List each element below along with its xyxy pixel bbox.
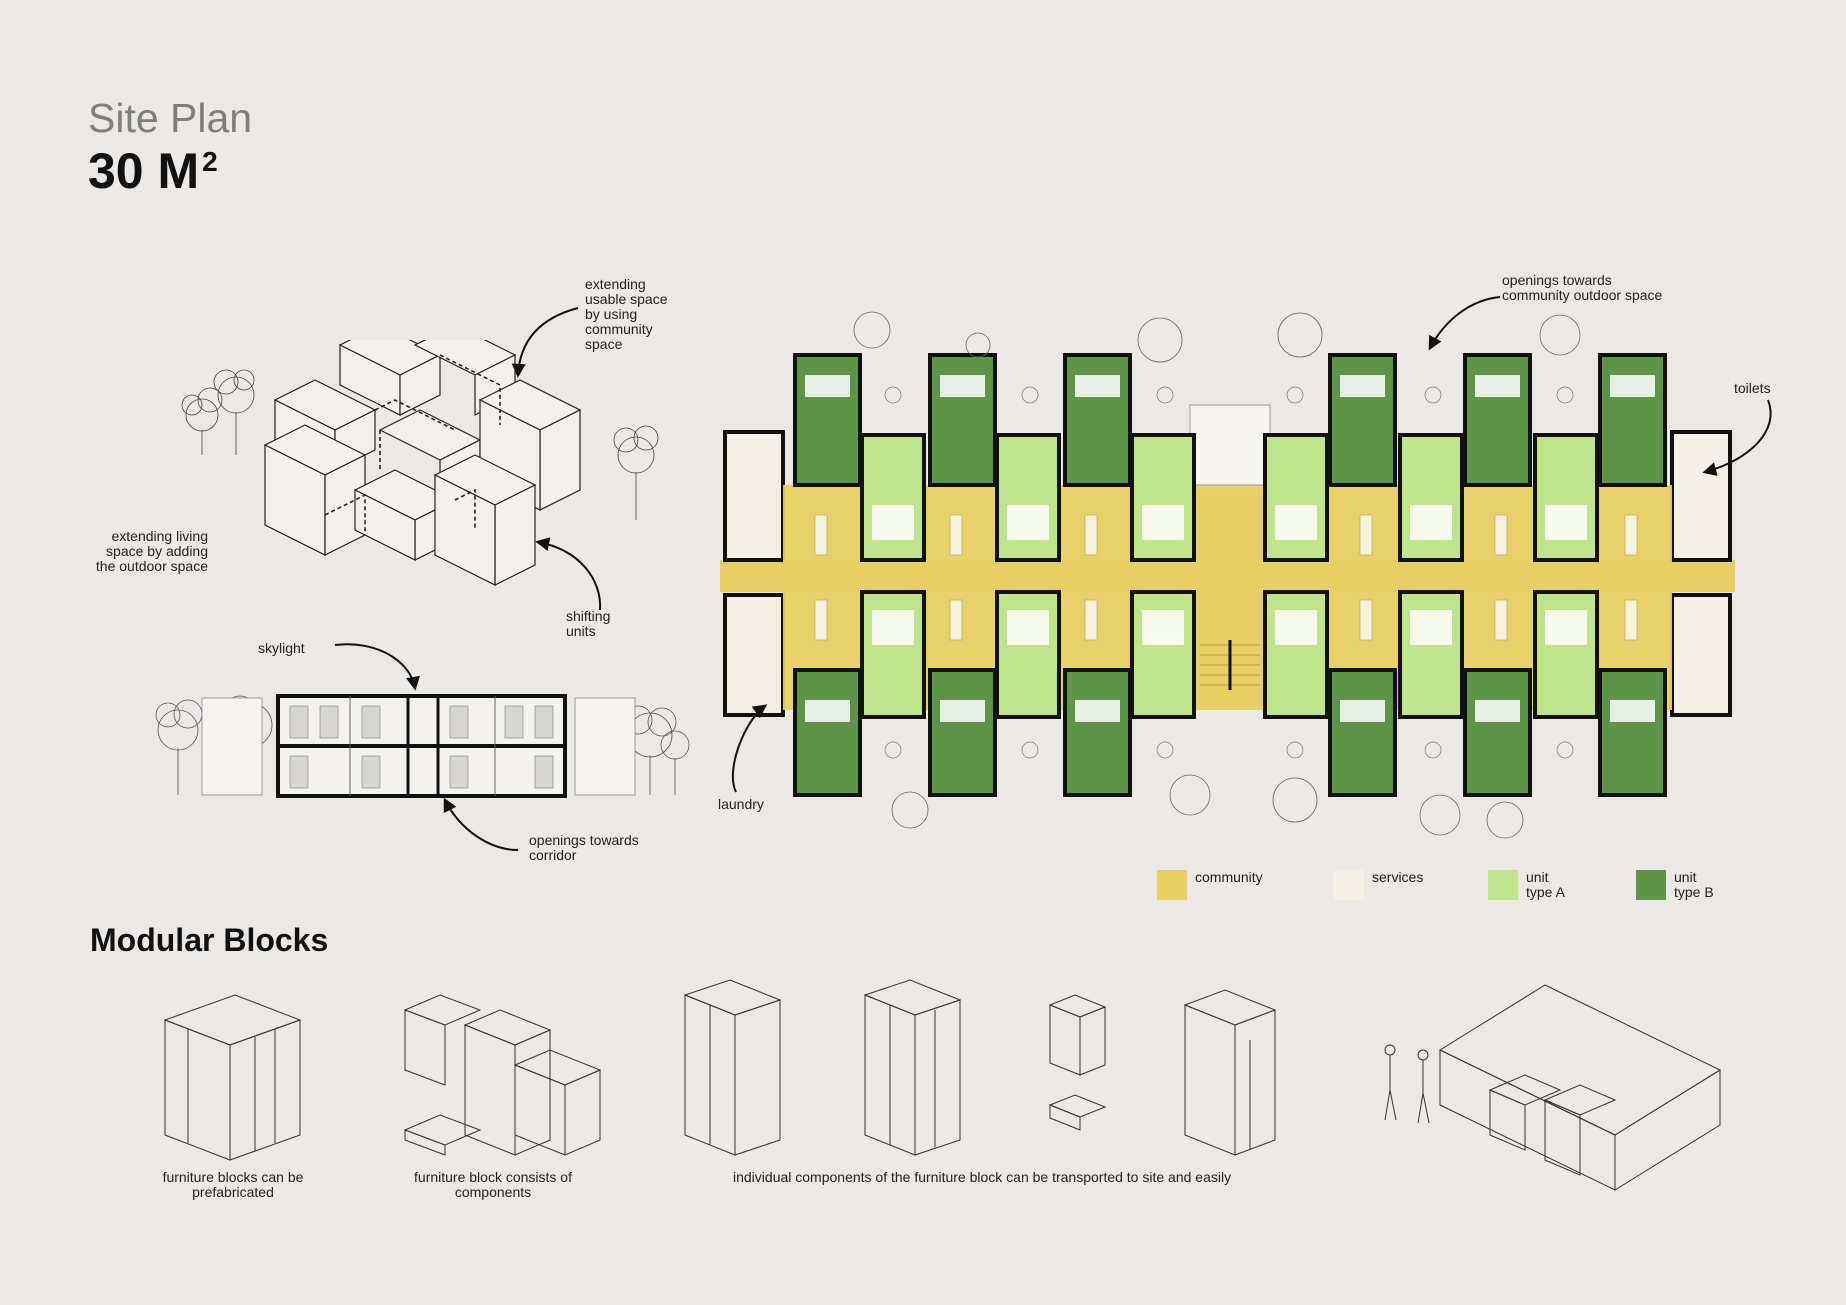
legend-item-unit-type-b: unit type B bbox=[1636, 870, 1714, 900]
note-skylight: skylight bbox=[258, 640, 305, 656]
table-icon bbox=[884, 386, 1574, 759]
legend-label: unit type A bbox=[1526, 869, 1565, 900]
tree-icon bbox=[181, 369, 659, 520]
note-openings-community: openings towards community outdoor space bbox=[1502, 272, 1663, 303]
note-extending-living: extending living space by adding the out… bbox=[95, 528, 208, 574]
legend-swatch bbox=[1488, 870, 1518, 900]
caption-components: furniture block consists of components bbox=[414, 1169, 572, 1200]
tree-icon bbox=[853, 311, 1581, 839]
note-openings-corridor: openings towards corridor bbox=[529, 832, 639, 863]
legend-item-unit-type-a: unit type A bbox=[1488, 870, 1565, 900]
legend-swatch bbox=[1157, 870, 1187, 900]
unit-type-b-bottom bbox=[793, 668, 1667, 797]
caption-prefabricated: furniture blocks can be prefabricated bbox=[162, 1169, 304, 1200]
legend-swatch bbox=[1334, 870, 1364, 900]
title-superscript: 2 bbox=[202, 146, 218, 177]
note-shifting-units: shifting units bbox=[566, 608, 611, 639]
legend-label: community bbox=[1195, 869, 1263, 885]
note-toilets: toilets bbox=[1734, 380, 1771, 396]
title-text: 30 M bbox=[88, 143, 200, 199]
note-extending-usable: extending usable space by using communit… bbox=[585, 276, 668, 352]
page-subtitle: Site Plan bbox=[88, 95, 253, 141]
person-icon bbox=[1384, 1044, 1397, 1121]
note-laundry: laundry bbox=[718, 796, 764, 812]
legend-item-services: services bbox=[1334, 870, 1423, 900]
legend-item-community: community bbox=[1157, 870, 1263, 900]
site-plan bbox=[720, 311, 1735, 839]
legend-label: unit type B bbox=[1674, 869, 1714, 900]
person-icon bbox=[1417, 1049, 1430, 1124]
axonometric-diagram bbox=[181, 340, 659, 586]
legend-swatch bbox=[1636, 870, 1666, 900]
modular-blocks-drawings bbox=[163, 979, 1722, 1191]
section-title-modular-blocks: Modular Blocks bbox=[90, 922, 329, 958]
legend-label: services bbox=[1372, 869, 1424, 885]
section-drawing bbox=[155, 694, 690, 798]
caption-transport: individual components of the furniture b… bbox=[733, 1169, 1232, 1185]
